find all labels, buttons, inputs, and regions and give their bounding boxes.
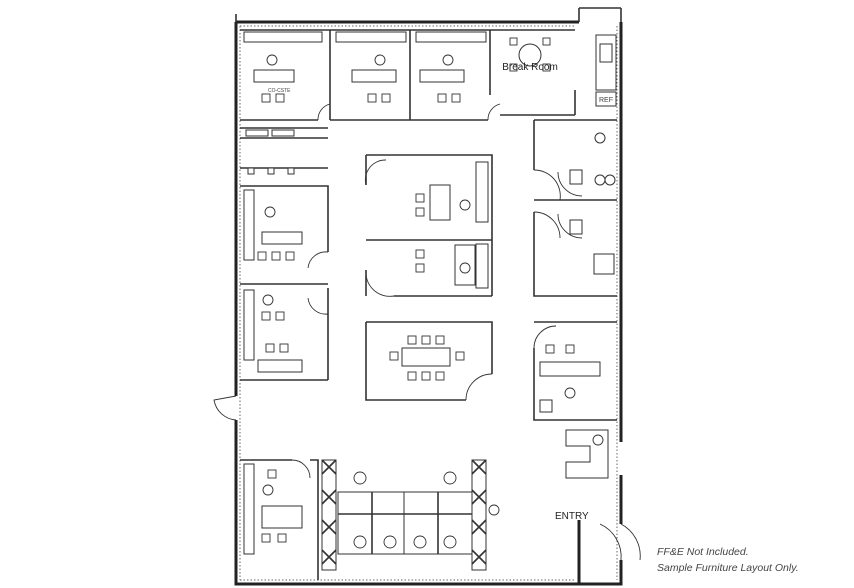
break-room-label: Break Room <box>502 62 558 73</box>
workstation-clusters <box>321 459 500 571</box>
side-door <box>213 395 237 421</box>
left-offices <box>240 127 329 381</box>
top-offices <box>240 29 501 121</box>
sample-layout-note: Sample Furniture Layout Only. <box>657 562 799 574</box>
break-room: Break Room REF <box>490 29 617 116</box>
entry-label: ENTRY <box>555 511 589 522</box>
exterior-walls <box>234 7 623 586</box>
desk-tag: CO-CSTE <box>268 88 291 94</box>
refrigerator-label: REF <box>599 97 613 104</box>
center-offices <box>364 154 493 297</box>
bottom-left-office <box>240 459 319 580</box>
reception: ENTRY <box>555 429 641 561</box>
conference-room <box>365 321 493 401</box>
furniture-note: FF&E Not Included. Sample Furniture Layo… <box>657 544 799 576</box>
ffe-note: FF&E Not Included. <box>657 546 749 558</box>
right-rooms <box>533 119 617 421</box>
